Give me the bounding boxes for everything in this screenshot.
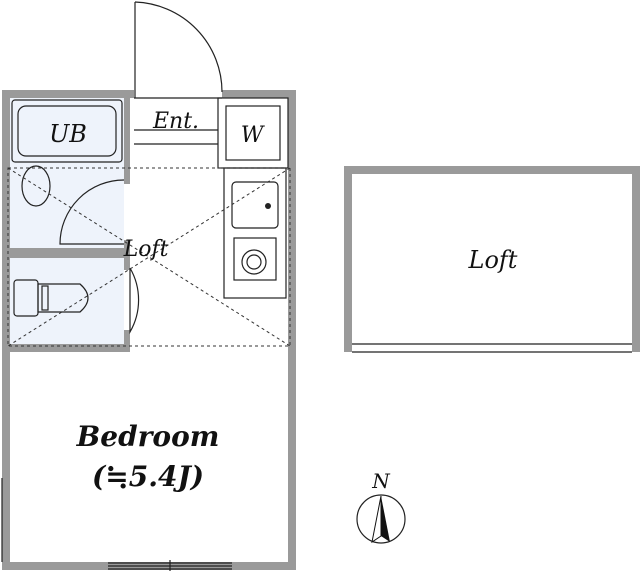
label-loft-overlay: Loft — [123, 237, 169, 262]
label-entrance: Ent. — [152, 109, 199, 134]
toilet — [13, 279, 89, 317]
entrance-door — [134, 1, 223, 145]
bathtub — [11, 99, 123, 163]
bath-area — [10, 98, 124, 248]
bottom-window — [108, 560, 232, 571]
label-loft-plan: Loft — [468, 246, 518, 274]
loft-overlay — [7, 167, 291, 347]
bath-door-swing — [59, 179, 125, 245]
label-bedroom: Bedroom — [76, 420, 220, 453]
wash-basin — [21, 165, 51, 207]
kitchen-counter — [223, 167, 287, 299]
toilet-area — [10, 258, 124, 344]
label-washer: W — [241, 123, 266, 148]
loft-plan — [344, 166, 640, 353]
label-north: N — [371, 469, 391, 493]
label-unit-bath: UB — [49, 120, 87, 148]
label-bedroom-size: (≒5.4J) — [92, 460, 204, 493]
compass — [356, 494, 406, 544]
toilet-door-swing — [129, 267, 140, 335]
